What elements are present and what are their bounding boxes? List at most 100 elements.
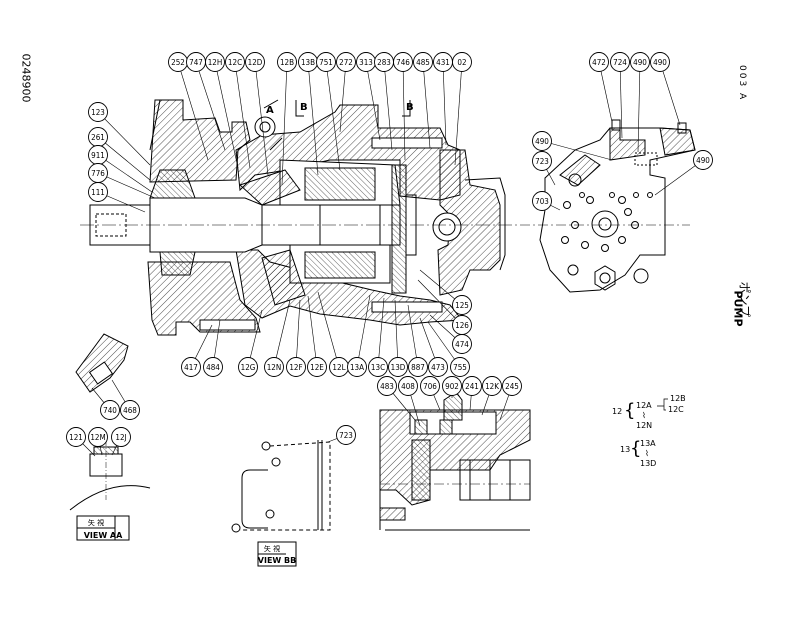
callout-circle	[377, 376, 397, 396]
callout-c313: 313	[356, 52, 376, 72]
callout-circle	[482, 376, 502, 396]
callout-circle	[452, 295, 472, 315]
callout-label: 13D	[391, 363, 406, 372]
doc-number: 0248900	[19, 53, 33, 103]
view-bb-jp: 矢 視	[264, 544, 280, 553]
callout-label: 12N	[267, 363, 282, 372]
callout-c474: 474	[452, 334, 472, 354]
callout-c776: 776	[88, 163, 108, 183]
callout-label: 12B	[280, 58, 294, 67]
callout-c12D: 12D	[245, 52, 265, 72]
callout-label: 485	[416, 58, 430, 67]
legend-13d: 13D	[640, 459, 656, 468]
callout-label: 483	[380, 382, 394, 391]
callout-label: 12D	[248, 58, 263, 67]
callout-label: 02	[457, 58, 466, 67]
callout-c740: 740	[100, 400, 120, 420]
callout-label: 740	[103, 406, 117, 415]
leader-line	[407, 304, 419, 368]
callout-c272: 272	[336, 52, 356, 72]
legend-13-brace: {	[630, 438, 641, 459]
callout-c473: 473	[428, 357, 448, 377]
callout-c706: 706	[420, 376, 440, 396]
callout-label: 473	[431, 363, 445, 372]
leader-line	[422, 61, 431, 149]
callout-c747: 747	[186, 52, 206, 72]
view-aa-detail	[69, 440, 151, 541]
leader-line	[97, 111, 151, 166]
callout-label: 261	[91, 133, 105, 142]
callout-label: 241	[465, 382, 479, 391]
callout-label: 245	[505, 382, 519, 391]
main-section-view	[80, 99, 520, 336]
callout-r490c: 490	[532, 131, 552, 151]
callout-c746: 746	[393, 52, 413, 72]
callout-r723: 723	[532, 151, 552, 171]
view-bb-text: VIEW BB	[258, 556, 296, 565]
callout-circle	[120, 400, 140, 420]
callout-c12C: 12C	[225, 52, 245, 72]
callout-circle	[111, 427, 131, 447]
leader-line	[659, 61, 681, 126]
legend-12: 12 { 12A ⌇ 12N 12B 12C	[612, 394, 686, 430]
callout-circle	[393, 52, 413, 72]
callout-label: 408	[401, 382, 415, 391]
legend-12c: 12C	[668, 405, 684, 414]
callout-circle	[462, 376, 482, 396]
callout-circle	[610, 52, 630, 72]
callout-circle	[245, 52, 265, 72]
legend-12-main: 12	[612, 407, 622, 416]
callout-label: 12F	[289, 363, 302, 372]
callout-r472: 472	[589, 52, 609, 72]
callout-label: 755	[453, 363, 467, 372]
callout-circle	[428, 357, 448, 377]
callout-label: 13C	[371, 363, 385, 372]
callout-circle	[307, 357, 327, 377]
bottom-section-detail	[379, 391, 531, 531]
leader-line	[307, 295, 318, 368]
callout-circle	[450, 357, 470, 377]
callout-label: 490	[653, 58, 667, 67]
legend-12b: 12B	[670, 394, 686, 403]
callout-c13C: 13C	[368, 357, 388, 377]
callout-c111: 111	[88, 182, 108, 202]
view-aa-jp: 矢 視	[88, 518, 104, 527]
callout-c13A: 13A	[347, 357, 367, 377]
callout-r490a: 490	[630, 52, 650, 72]
callout-circle	[203, 357, 223, 377]
view-aa-label: 矢 視 VIEW AA	[84, 518, 123, 540]
callout-circle	[408, 357, 428, 377]
section-mark-b-right: B	[406, 102, 414, 113]
legend-12n: 12N	[636, 421, 652, 430]
callout-label: 776	[91, 169, 105, 178]
callout-c12E: 12E	[307, 357, 327, 377]
callout-c468: 468	[120, 400, 140, 420]
callout-c484: 484	[203, 357, 223, 377]
leader-line	[442, 61, 447, 146]
callout-circle	[368, 357, 388, 377]
callout-label: 12E	[310, 363, 324, 372]
callout-c12M: 12M	[88, 427, 108, 447]
callout-circle	[238, 357, 258, 377]
view-bb-label: 矢 視 VIEW BB	[258, 544, 296, 565]
callout-circle	[650, 52, 670, 72]
callout-c02: 02	[452, 52, 472, 72]
legend-12a: 12A	[636, 401, 652, 410]
callout-circle	[264, 357, 284, 377]
callout-c252: 252	[168, 52, 188, 72]
callout-label: 472	[592, 58, 606, 67]
callout-circle	[452, 334, 472, 354]
leader-line	[356, 294, 371, 368]
callout-c123: 123	[88, 102, 108, 122]
callout-circle	[532, 131, 552, 151]
callout-label: 490	[633, 58, 647, 67]
callout-circle	[66, 427, 86, 447]
callout-label: 747	[189, 58, 203, 67]
callout-label: 123	[91, 108, 105, 117]
callout-circle	[88, 427, 108, 447]
view-bb-detail	[231, 440, 331, 567]
leader-line	[637, 61, 641, 153]
callout-label: 723	[535, 157, 549, 166]
leader-line	[307, 61, 319, 176]
callout-c12F: 12F	[286, 357, 306, 377]
